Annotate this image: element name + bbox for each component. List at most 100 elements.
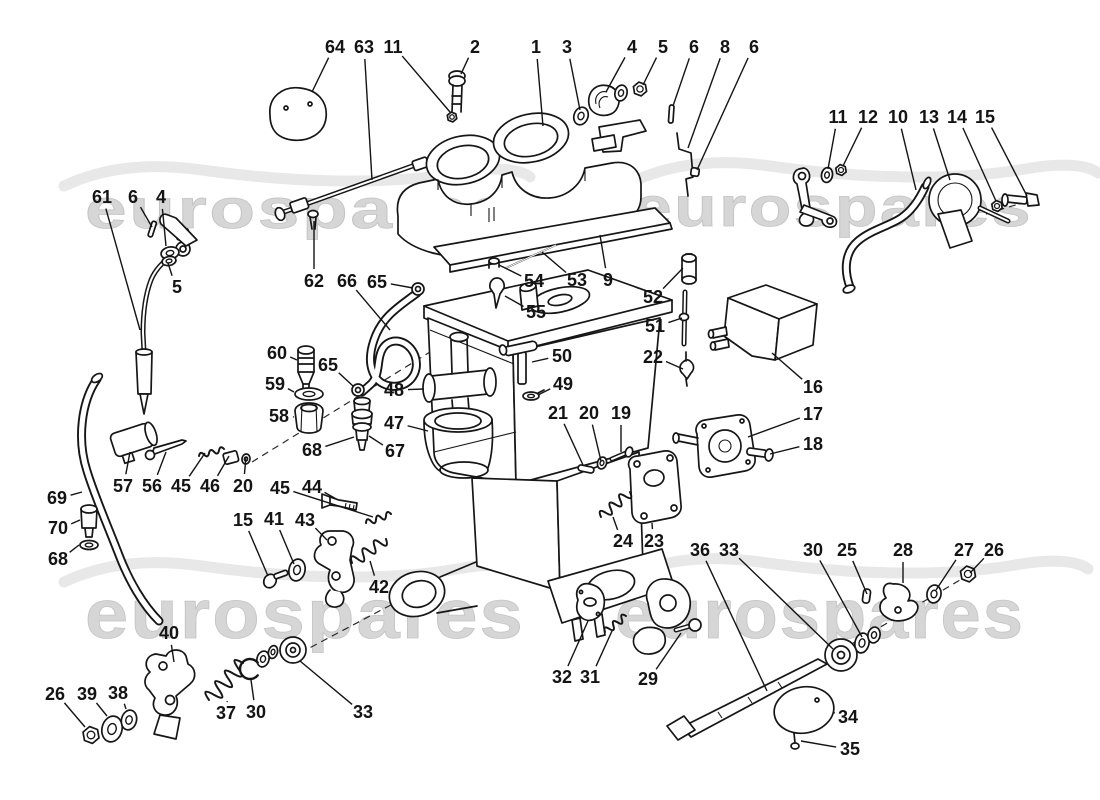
- part-number-33-81: 33: [353, 702, 373, 722]
- part-number-10-13: 10: [888, 107, 908, 127]
- leader-line-22: [665, 360, 684, 370]
- fuel-hoses: [77, 176, 932, 626]
- bearing-glyph: [279, 636, 307, 664]
- washer-hole: [259, 654, 267, 664]
- part-number-5-20: 5: [172, 277, 182, 297]
- washer-glyph: [853, 632, 871, 654]
- part-number-33-64: 33: [719, 540, 739, 560]
- needle-valve: [488, 257, 506, 309]
- part-number-11-11: 11: [828, 107, 847, 127]
- leader-line-55: [504, 295, 524, 308]
- washer-glyph: [100, 715, 124, 743]
- part-number-36-63: 36: [690, 540, 710, 560]
- part-number-6-18: 6: [128, 187, 138, 207]
- nut-glyph: [446, 111, 458, 123]
- part-number-48-38: 48: [384, 380, 404, 400]
- part-number-2-3: 2: [470, 37, 480, 57]
- leader-line-68: [69, 544, 80, 553]
- leader-line-11: [401, 55, 451, 113]
- part-number-39-77: 39: [77, 684, 97, 704]
- vacuum-canister: [707, 284, 818, 361]
- leader-line-48: [407, 388, 425, 391]
- air-horn-cover: [396, 112, 642, 258]
- washer-hole: [617, 88, 625, 98]
- leader-line-25: [852, 560, 868, 595]
- nut-glyph: [990, 199, 1004, 213]
- part-number-40-75: 40: [159, 623, 179, 643]
- leader-line-15: [990, 127, 1028, 197]
- pump-control-rod: [274, 151, 449, 230]
- washer-hole: [599, 459, 605, 467]
- vacuum-diaphragm-cover: [269, 86, 328, 142]
- power-valve-diaphragm: [575, 582, 702, 655]
- leader-line-35: [800, 740, 837, 748]
- washer-hole: [930, 589, 938, 599]
- pump-jet: [498, 340, 545, 394]
- part-number-22-30: 22: [643, 347, 663, 367]
- leader-line-29: [655, 632, 682, 670]
- part-number-70-55: 70: [48, 518, 68, 538]
- part-number-15-16: 15: [975, 107, 995, 127]
- part-number-68-36: 68: [302, 440, 322, 460]
- nut-hole: [449, 114, 455, 120]
- washer-glyph: [287, 558, 307, 582]
- part-number-14-15: 14: [947, 107, 967, 127]
- leader-line-3: [569, 58, 581, 111]
- leader-line-41: [279, 529, 295, 565]
- part-number-11-2: 11: [383, 37, 402, 57]
- spring-glyph: [198, 446, 225, 458]
- leader-line-54: [498, 264, 522, 277]
- leader-line-6: [139, 206, 153, 228]
- leader-line-27: [935, 559, 957, 591]
- part-number-16-31: 16: [803, 377, 823, 397]
- leader-line-42: [369, 560, 376, 576]
- part-number-4-6: 4: [627, 37, 637, 57]
- leader-line-45: [293, 490, 374, 518]
- washer-glyph: [120, 709, 138, 731]
- throttle-spacer-plate: [672, 414, 774, 478]
- part-number-6-10: 6: [749, 37, 759, 57]
- part-number-19-44: 19: [611, 403, 631, 423]
- leader-line-40: [170, 644, 175, 663]
- leader-line-1: [536, 58, 544, 127]
- leader-line-11: [827, 128, 837, 170]
- part-number-64-0: 64: [325, 37, 345, 57]
- leader-line-10: [900, 128, 917, 191]
- part-number-56-48: 56: [142, 476, 162, 496]
- bearing-glyph: [289, 646, 297, 654]
- leader-line-14: [962, 127, 997, 202]
- part-number-29-72: 29: [638, 669, 658, 689]
- leader-line-32: [567, 620, 589, 667]
- leader-line-38: [123, 703, 127, 710]
- leader-line-9: [599, 234, 607, 269]
- nut-glyph: [82, 725, 100, 745]
- leader-line-2: [460, 57, 470, 75]
- leader-line-20: [591, 424, 602, 462]
- part-number-46-50: 46: [200, 476, 220, 496]
- leader-line-5: [642, 57, 658, 86]
- part-number-8-9: 8: [720, 37, 730, 57]
- leader-line-21: [563, 423, 584, 466]
- hardware-glyph-layer: [79, 81, 1004, 745]
- leader-line-59: [287, 388, 295, 393]
- leader-line-8: [687, 58, 721, 149]
- leader-line-60: [289, 356, 298, 361]
- washer-glyph: [256, 650, 270, 668]
- circlip-glyph: [238, 657, 259, 681]
- leader-line-4: [605, 57, 626, 93]
- leader-line-49: [537, 388, 551, 396]
- nut-glyph: [834, 163, 848, 177]
- leader-line-57: [125, 451, 131, 475]
- part-number-35-74: 35: [840, 739, 860, 759]
- carburetor-base-gasket-plate: [433, 207, 673, 273]
- part-number-43-59: 43: [295, 510, 315, 530]
- float-pivot-screws: [577, 446, 634, 474]
- leader-line-30: [819, 560, 863, 638]
- leader-line-31: [595, 630, 613, 667]
- washer-glyph: [596, 456, 608, 470]
- part-number-37-79: 37: [216, 703, 236, 723]
- leader-line-65: [338, 372, 354, 387]
- part-number-65-23: 65: [367, 272, 387, 292]
- part-number-38-78: 38: [108, 683, 128, 703]
